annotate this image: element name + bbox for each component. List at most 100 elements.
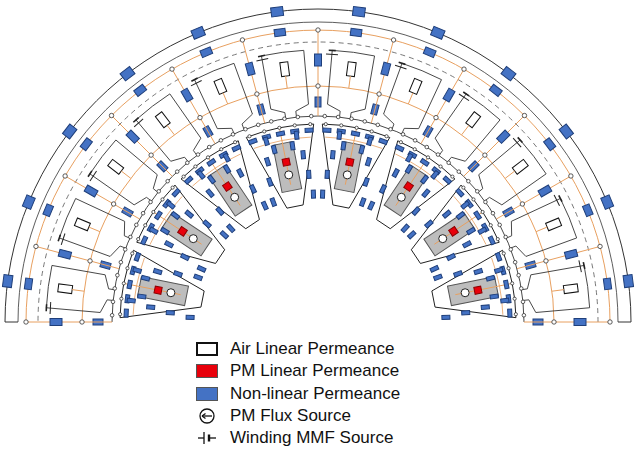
air-permeance xyxy=(155,112,170,128)
slot-wall xyxy=(100,300,107,313)
slot-bottom xyxy=(332,50,374,56)
node-dot xyxy=(196,153,200,157)
node-dot xyxy=(171,186,174,189)
nonlinear-permeance xyxy=(456,212,465,220)
node-dot xyxy=(521,300,525,304)
node-dot xyxy=(472,198,475,201)
slot-wall xyxy=(490,197,502,204)
nonlinear-permeance xyxy=(216,207,224,216)
slot-wall xyxy=(171,157,185,161)
slot-wall xyxy=(479,175,483,189)
flux-path xyxy=(65,176,113,204)
nonlinear-permeance xyxy=(478,227,487,234)
mmf-source-symbol xyxy=(57,232,65,245)
nonlinear-permeance xyxy=(350,28,362,36)
node-dot xyxy=(120,297,123,300)
air-permeance xyxy=(108,159,124,174)
drawing-part xyxy=(58,235,60,242)
stator-outer-arc xyxy=(5,9,631,322)
drawing-part xyxy=(198,437,204,438)
legend-swatch xyxy=(196,387,218,401)
node-dot xyxy=(182,175,185,178)
nonlinear-permeance xyxy=(206,189,214,198)
slot-wall xyxy=(419,80,442,129)
nonlinear-permeance xyxy=(294,131,299,139)
flux-path xyxy=(505,171,515,178)
slot-bottom xyxy=(195,63,234,79)
nonlinear-permeance xyxy=(406,153,413,162)
nonlinear-permeance xyxy=(407,231,416,239)
nonlinear-permeance xyxy=(363,178,369,187)
nonlinear-permeance xyxy=(141,236,148,245)
nonlinear-permeance xyxy=(420,159,429,167)
node-dot xyxy=(166,179,170,183)
nonlinear-permeance xyxy=(454,271,463,277)
nonlinear-permeance xyxy=(271,145,277,154)
nonlinear-permeance xyxy=(494,267,503,273)
legend-text: Winding MMF Source xyxy=(230,428,393,448)
flux-path xyxy=(242,40,256,94)
nonlinear-permeance xyxy=(490,294,498,299)
nonlinear-permeance xyxy=(401,224,409,233)
nonlinear-permeance xyxy=(134,252,140,261)
pm-permeance xyxy=(474,286,482,294)
dashed-arc xyxy=(38,42,598,322)
nonlinear-permeance xyxy=(2,275,12,288)
flux-path xyxy=(26,30,610,322)
node-dot xyxy=(131,252,134,255)
nonlinear-permeance xyxy=(425,220,434,228)
slot-wall xyxy=(531,265,584,274)
node-dot xyxy=(194,165,197,168)
nonlinear-permeance xyxy=(43,204,54,217)
nonlinear-permeance xyxy=(263,137,269,146)
slot-wall xyxy=(242,114,252,124)
node-dot xyxy=(489,224,492,227)
node-dot xyxy=(206,156,209,159)
drawing-part xyxy=(88,171,92,177)
drawing-part xyxy=(329,49,336,51)
node-dot xyxy=(293,124,296,127)
air-permeance xyxy=(563,284,578,294)
nonlinear-permeance xyxy=(181,253,190,260)
slot-wall xyxy=(304,50,309,104)
node-dot xyxy=(370,130,373,133)
pm-flux-source xyxy=(167,289,175,297)
node-dot xyxy=(436,153,440,157)
node-dot xyxy=(413,148,416,151)
nonlinear-permeance xyxy=(538,185,552,197)
nonlinear-permeance xyxy=(601,195,614,210)
nonlinear-permeance xyxy=(315,54,322,66)
nonlinear-permeance xyxy=(155,211,163,220)
nonlinear-permeance xyxy=(392,169,399,178)
node-dot xyxy=(129,235,133,239)
flux-path xyxy=(151,155,172,176)
node-dot xyxy=(519,287,523,291)
node-dot xyxy=(401,133,405,137)
node-dot xyxy=(157,190,161,194)
nonlinear-permeance xyxy=(456,188,464,197)
node-dot xyxy=(544,259,548,263)
nonlinear-permeance xyxy=(467,227,476,235)
drawing-part xyxy=(518,137,523,142)
drawing-part xyxy=(326,54,338,56)
drawing-part xyxy=(399,62,406,64)
legend-text: PM Linear Permeance xyxy=(230,361,399,381)
drawing-part xyxy=(256,59,268,61)
slot-wall xyxy=(296,104,309,111)
nonlinear-permeance xyxy=(174,271,183,277)
stator-edge xyxy=(5,322,18,323)
drawing-part xyxy=(395,65,406,69)
node-dot xyxy=(491,211,495,215)
nonlinear-permeance xyxy=(276,131,285,136)
node-dot xyxy=(475,190,479,194)
node-dot xyxy=(451,175,454,178)
node-dot xyxy=(109,113,113,117)
node-dot xyxy=(522,313,526,317)
nonlinear-permeance xyxy=(127,280,132,289)
nonlinear-permeance xyxy=(80,138,92,151)
nonlinear-permeance xyxy=(323,128,331,132)
node-dot xyxy=(513,260,517,264)
nonlinear-permeance xyxy=(623,275,633,288)
node-dot xyxy=(385,135,388,138)
flux-path xyxy=(408,93,413,104)
